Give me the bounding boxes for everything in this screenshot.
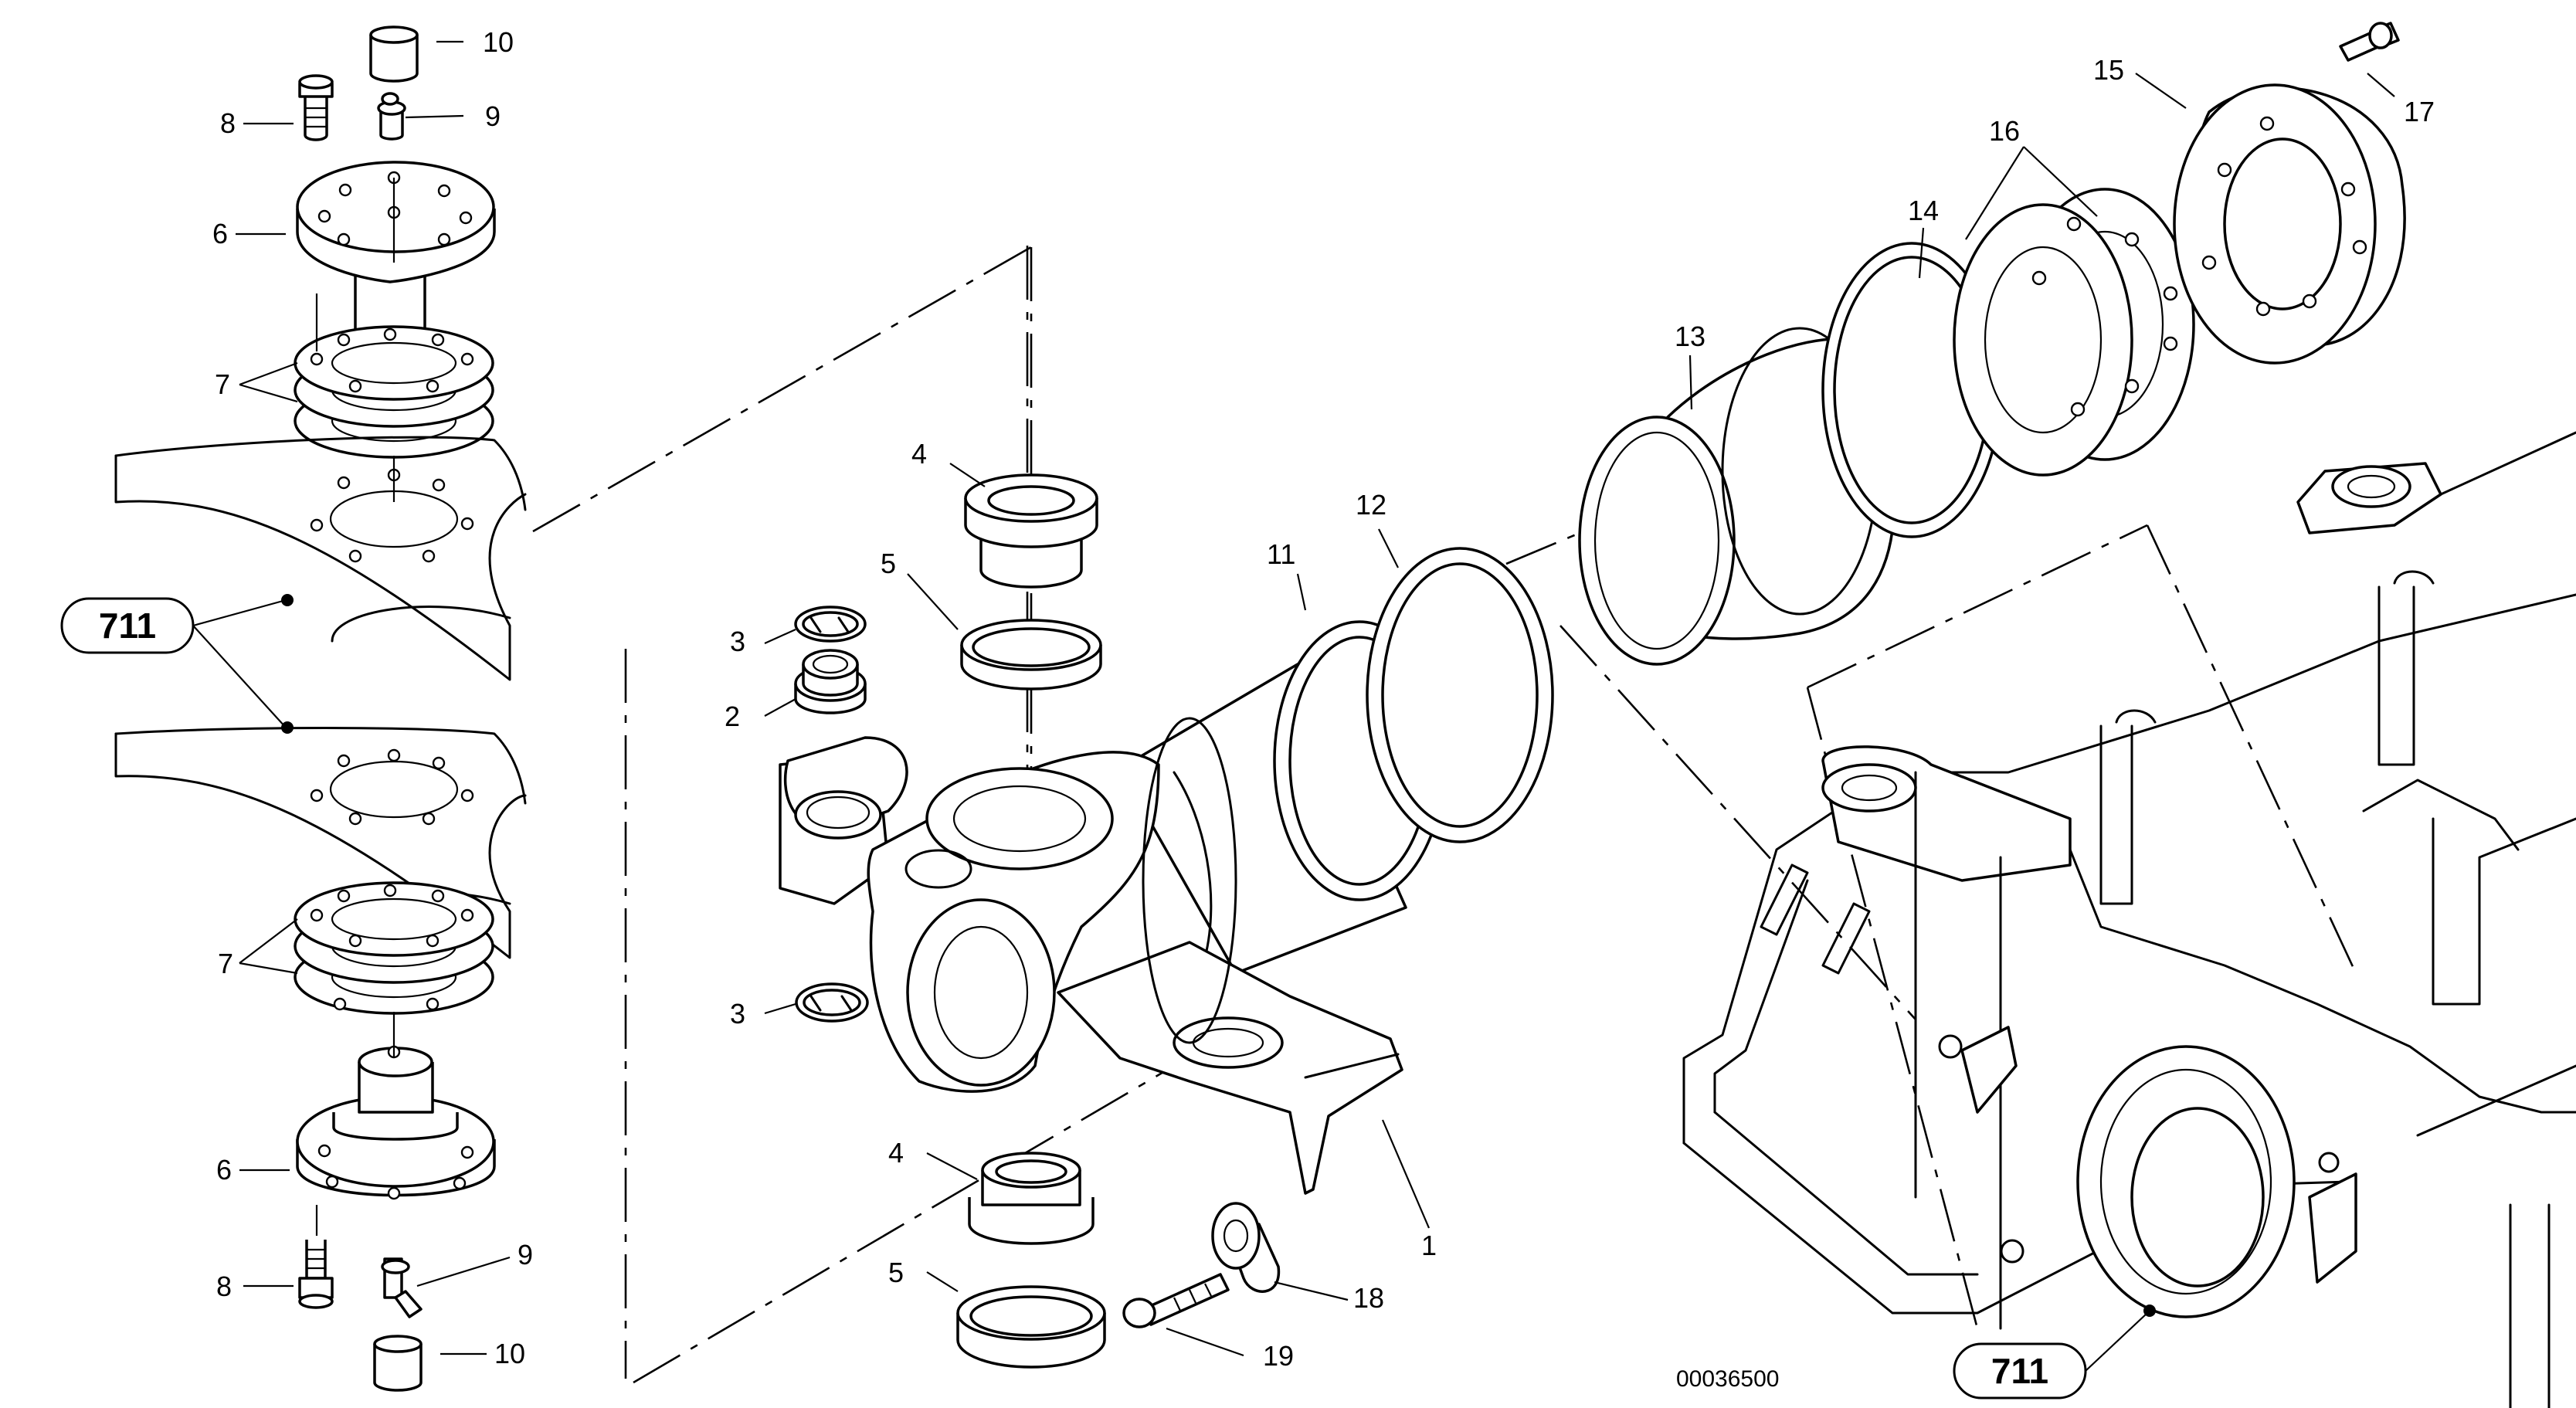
callout-8-lower: 8 — [216, 1271, 232, 1302]
grease-nipple-lower — [381, 1257, 423, 1318]
callout-7-upper: 7 — [215, 368, 230, 400]
callout-11: 11 — [1267, 538, 1295, 570]
bolt-lower — [298, 1240, 334, 1309]
leader-lines — [192, 40, 2395, 1372]
shims-lower — [294, 881, 494, 1015]
flanged-bushing-upper — [964, 473, 1098, 589]
seal-ring-lower — [956, 1285, 1106, 1369]
grease-cap-lower — [373, 1335, 423, 1392]
callout-2: 2 — [725, 701, 740, 732]
callout-7-lower: 7 — [218, 948, 233, 979]
callout-5-upper: 5 — [881, 548, 896, 579]
callout-14: 14 — [1908, 195, 1939, 226]
hex-bolt — [1122, 1273, 1230, 1328]
callout-1: 1 — [1421, 1230, 1437, 1261]
snap-ring-lower — [795, 982, 869, 1023]
grease-cap-upper — [369, 25, 419, 83]
assembly-ref-left-label: 711 — [99, 606, 156, 646]
screw-17 — [2339, 22, 2400, 62]
callout-15: 15 — [2093, 54, 2124, 86]
callout-3-upper: 3 — [730, 626, 745, 657]
ring-12 — [1366, 547, 1554, 843]
callout-13: 13 — [1675, 321, 1705, 352]
assembly-ref-left[interactable]: 711 — [60, 597, 195, 654]
center-assembly — [779, 473, 1554, 1369]
pivot-pin-upper — [296, 161, 496, 352]
cover-15 — [2173, 83, 2406, 365]
flanged-bushing-lower — [968, 1152, 1095, 1245]
callout-4-lower: 4 — [888, 1137, 904, 1169]
callout-labels: 10 8 9 6 7 7 6 8 9 10 3 2 3 4 5 4 5 11 1… — [212, 26, 2435, 1372]
callout-8-upper: 8 — [220, 107, 236, 139]
bushing-small — [794, 649, 867, 714]
assembly-ref-right[interactable]: 711 — [1953, 1342, 2087, 1400]
callout-16: 16 — [1989, 115, 2020, 147]
callout-9-lower: 9 — [518, 1239, 533, 1271]
axle-housing — [779, 663, 1407, 1195]
callout-3-lower: 3 — [730, 998, 745, 1030]
bolt-upper — [298, 74, 334, 141]
callout-9-upper: 9 — [485, 100, 501, 132]
pivot-pin-lower — [296, 1045, 496, 1200]
callout-5-lower: 5 — [888, 1257, 904, 1288]
snap-ring-upper — [794, 606, 867, 643]
callout-10-lower: 10 — [494, 1338, 525, 1369]
grease-nipple-upper — [377, 92, 406, 141]
callout-4-upper: 4 — [911, 438, 927, 470]
upper-pivot-assembly — [114, 25, 527, 681]
assembly-ref-right-label: 711 — [1991, 1351, 2048, 1391]
drawing-number: 00036500 — [1676, 1366, 1779, 1392]
rubber-buffer — [1211, 1202, 1281, 1293]
right-top-assembly — [1578, 22, 2406, 666]
machine-frame — [1682, 431, 2576, 1408]
callout-19: 19 — [1263, 1340, 1294, 1372]
shim-16 — [1953, 188, 2195, 477]
callout-12: 12 — [1356, 489, 1386, 521]
lower-pivot-assembly — [114, 727, 527, 1392]
callout-10-upper: 10 — [483, 26, 514, 58]
seal-ring-upper — [960, 619, 1102, 690]
callout-18: 18 — [1353, 1282, 1384, 1314]
callout-17: 17 — [2404, 96, 2435, 127]
callout-6-lower: 6 — [216, 1154, 232, 1186]
axle-frame-upper — [114, 436, 527, 681]
callout-6-upper: 6 — [212, 218, 228, 249]
